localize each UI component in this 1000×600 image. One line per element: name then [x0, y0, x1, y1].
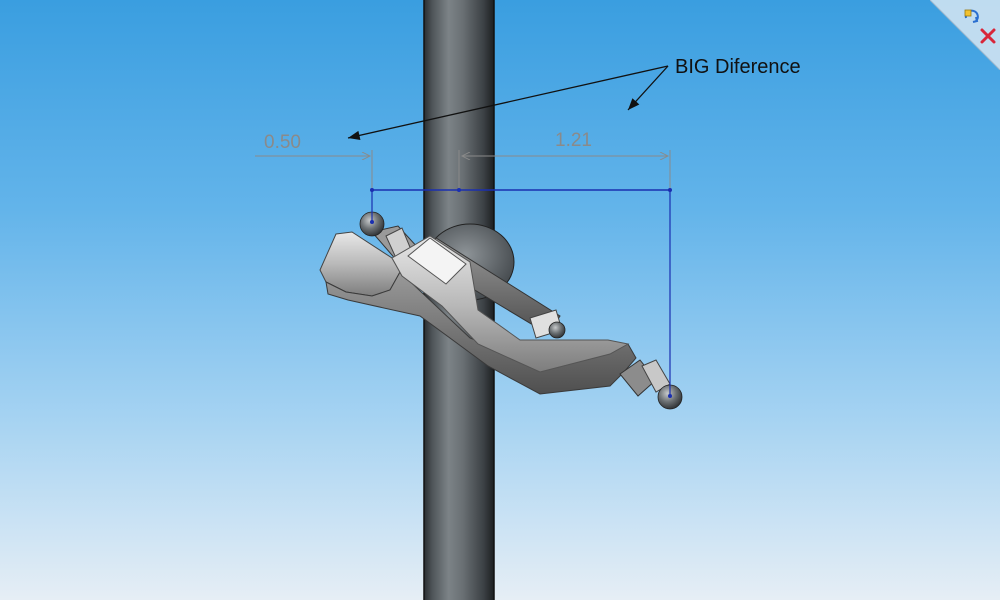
dimension-left-value[interactable]: 0.50	[264, 132, 301, 153]
ball-joint-right[interactable]	[619, 359, 683, 410]
sketch-lines[interactable]	[370, 188, 672, 398]
dimension-right-value[interactable]: 1.21	[555, 130, 592, 151]
dimension-left[interactable]	[255, 150, 373, 188]
confirmation-corner	[930, 0, 1000, 70]
steering-arm[interactable]	[319, 231, 637, 395]
rebuild-icon[interactable]	[962, 6, 982, 26]
note-leaders	[347, 65, 669, 140]
note-text[interactable]: BIG Diference	[675, 56, 801, 78]
close-icon[interactable]	[978, 26, 998, 46]
dimension-right[interactable]	[458, 150, 671, 188]
